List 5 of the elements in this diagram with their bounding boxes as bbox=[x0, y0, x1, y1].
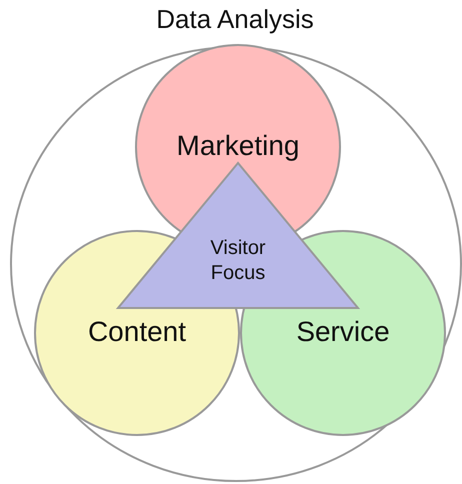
node-label: Marketing bbox=[176, 130, 300, 162]
node-label: Service bbox=[295, 316, 391, 348]
node-label: Content bbox=[86, 316, 188, 348]
group-heading: Data Analysis bbox=[155, 4, 315, 34]
node-label: Visitor Focus bbox=[209, 236, 267, 286]
